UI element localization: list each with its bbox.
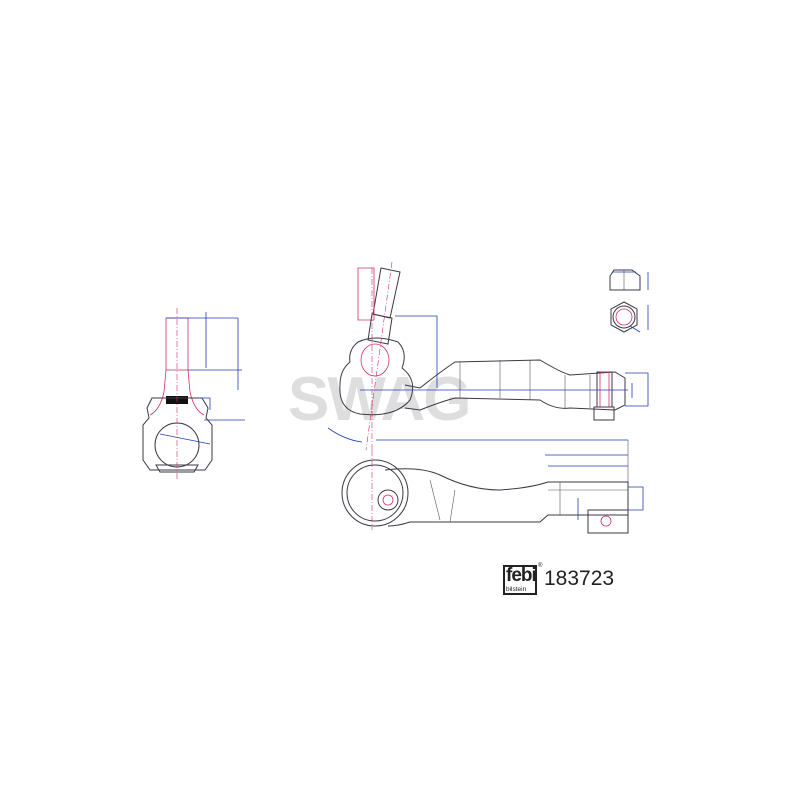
nut-views (609, 269, 649, 333)
febi-bilstein-logo: febi bilstein (503, 565, 537, 595)
top-view-main (327, 261, 649, 530)
bottom-view (341, 450, 644, 534)
logo-sub: bilstein (506, 586, 527, 593)
registered-mark: ® (538, 563, 543, 569)
watermark: SWAG (288, 365, 469, 434)
part-number: 183723 (544, 567, 615, 590)
logo-brand: febi (506, 565, 537, 586)
side-view-left (142, 308, 245, 480)
